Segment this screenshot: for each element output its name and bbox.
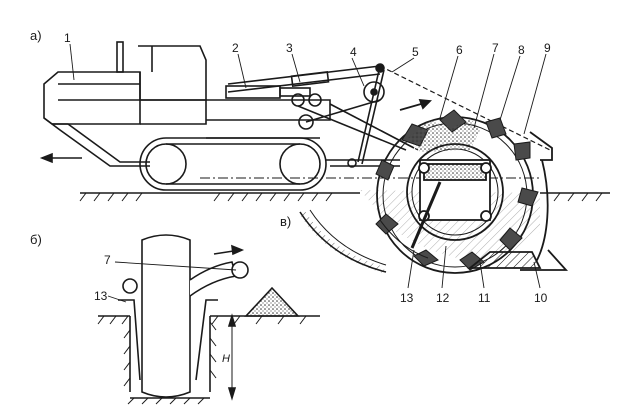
callout-2: 2 bbox=[232, 41, 239, 55]
side-cutter-right bbox=[195, 299, 218, 381]
ground-hatching bbox=[79, 192, 603, 202]
callout-12: 12 bbox=[436, 291, 450, 305]
mast bbox=[357, 65, 381, 163]
leader-lines bbox=[69, 43, 547, 303]
callout-11: 11 bbox=[478, 291, 491, 305]
callout-1: 1 bbox=[64, 31, 71, 45]
slope-soil bbox=[379, 219, 429, 259]
discharge-chute bbox=[410, 181, 442, 249]
detail-callout-7: 7 bbox=[104, 253, 111, 267]
spoil-pile bbox=[244, 286, 300, 317]
deck-frame bbox=[206, 99, 331, 121]
callout-10: 10 bbox=[534, 291, 548, 305]
engine-house bbox=[138, 45, 207, 101]
shoe bbox=[535, 159, 549, 263]
front-wedge bbox=[52, 123, 150, 163]
panel-v-label: в) bbox=[280, 214, 291, 229]
exhaust-pipe bbox=[116, 41, 124, 73]
rear-shield bbox=[529, 131, 553, 161]
soil-load bbox=[408, 118, 480, 152]
drive-sprocket bbox=[145, 143, 187, 185]
callout-13: 13 bbox=[400, 291, 414, 305]
callout-7: 7 bbox=[492, 41, 499, 55]
panel-a-label: а) bbox=[30, 28, 42, 43]
pulley-lower bbox=[298, 114, 314, 130]
rotor-column bbox=[141, 234, 191, 398]
tractor-body bbox=[43, 71, 141, 125]
cleaning-shoe bbox=[467, 251, 542, 269]
bucket-6 bbox=[499, 227, 523, 251]
callout-5: 5 bbox=[412, 45, 419, 59]
machine-view bbox=[39, 41, 610, 202]
bucket-4 bbox=[513, 141, 531, 161]
cross-section bbox=[97, 234, 320, 405]
bucket-7 bbox=[459, 251, 485, 271]
blade-arc bbox=[299, 209, 387, 273]
rotor-wheel bbox=[360, 98, 569, 274]
callout-9: 9 bbox=[544, 41, 551, 55]
callout-4: 4 bbox=[350, 45, 357, 59]
callout-3: 3 bbox=[286, 41, 293, 55]
bucket-3 bbox=[485, 117, 507, 139]
bucket-5 bbox=[517, 187, 539, 207]
detail-callout-13: 13 bbox=[94, 289, 108, 303]
callout-8: 8 bbox=[518, 43, 525, 57]
callout-6: 6 bbox=[456, 43, 463, 57]
bucket-9 bbox=[375, 213, 399, 235]
depth-label: Н bbox=[222, 353, 230, 365]
side-cutter-left bbox=[118, 299, 141, 381]
panel-b-label: б) bbox=[30, 232, 42, 247]
bucket-10 bbox=[375, 159, 395, 181]
crawler-track bbox=[139, 137, 327, 191]
